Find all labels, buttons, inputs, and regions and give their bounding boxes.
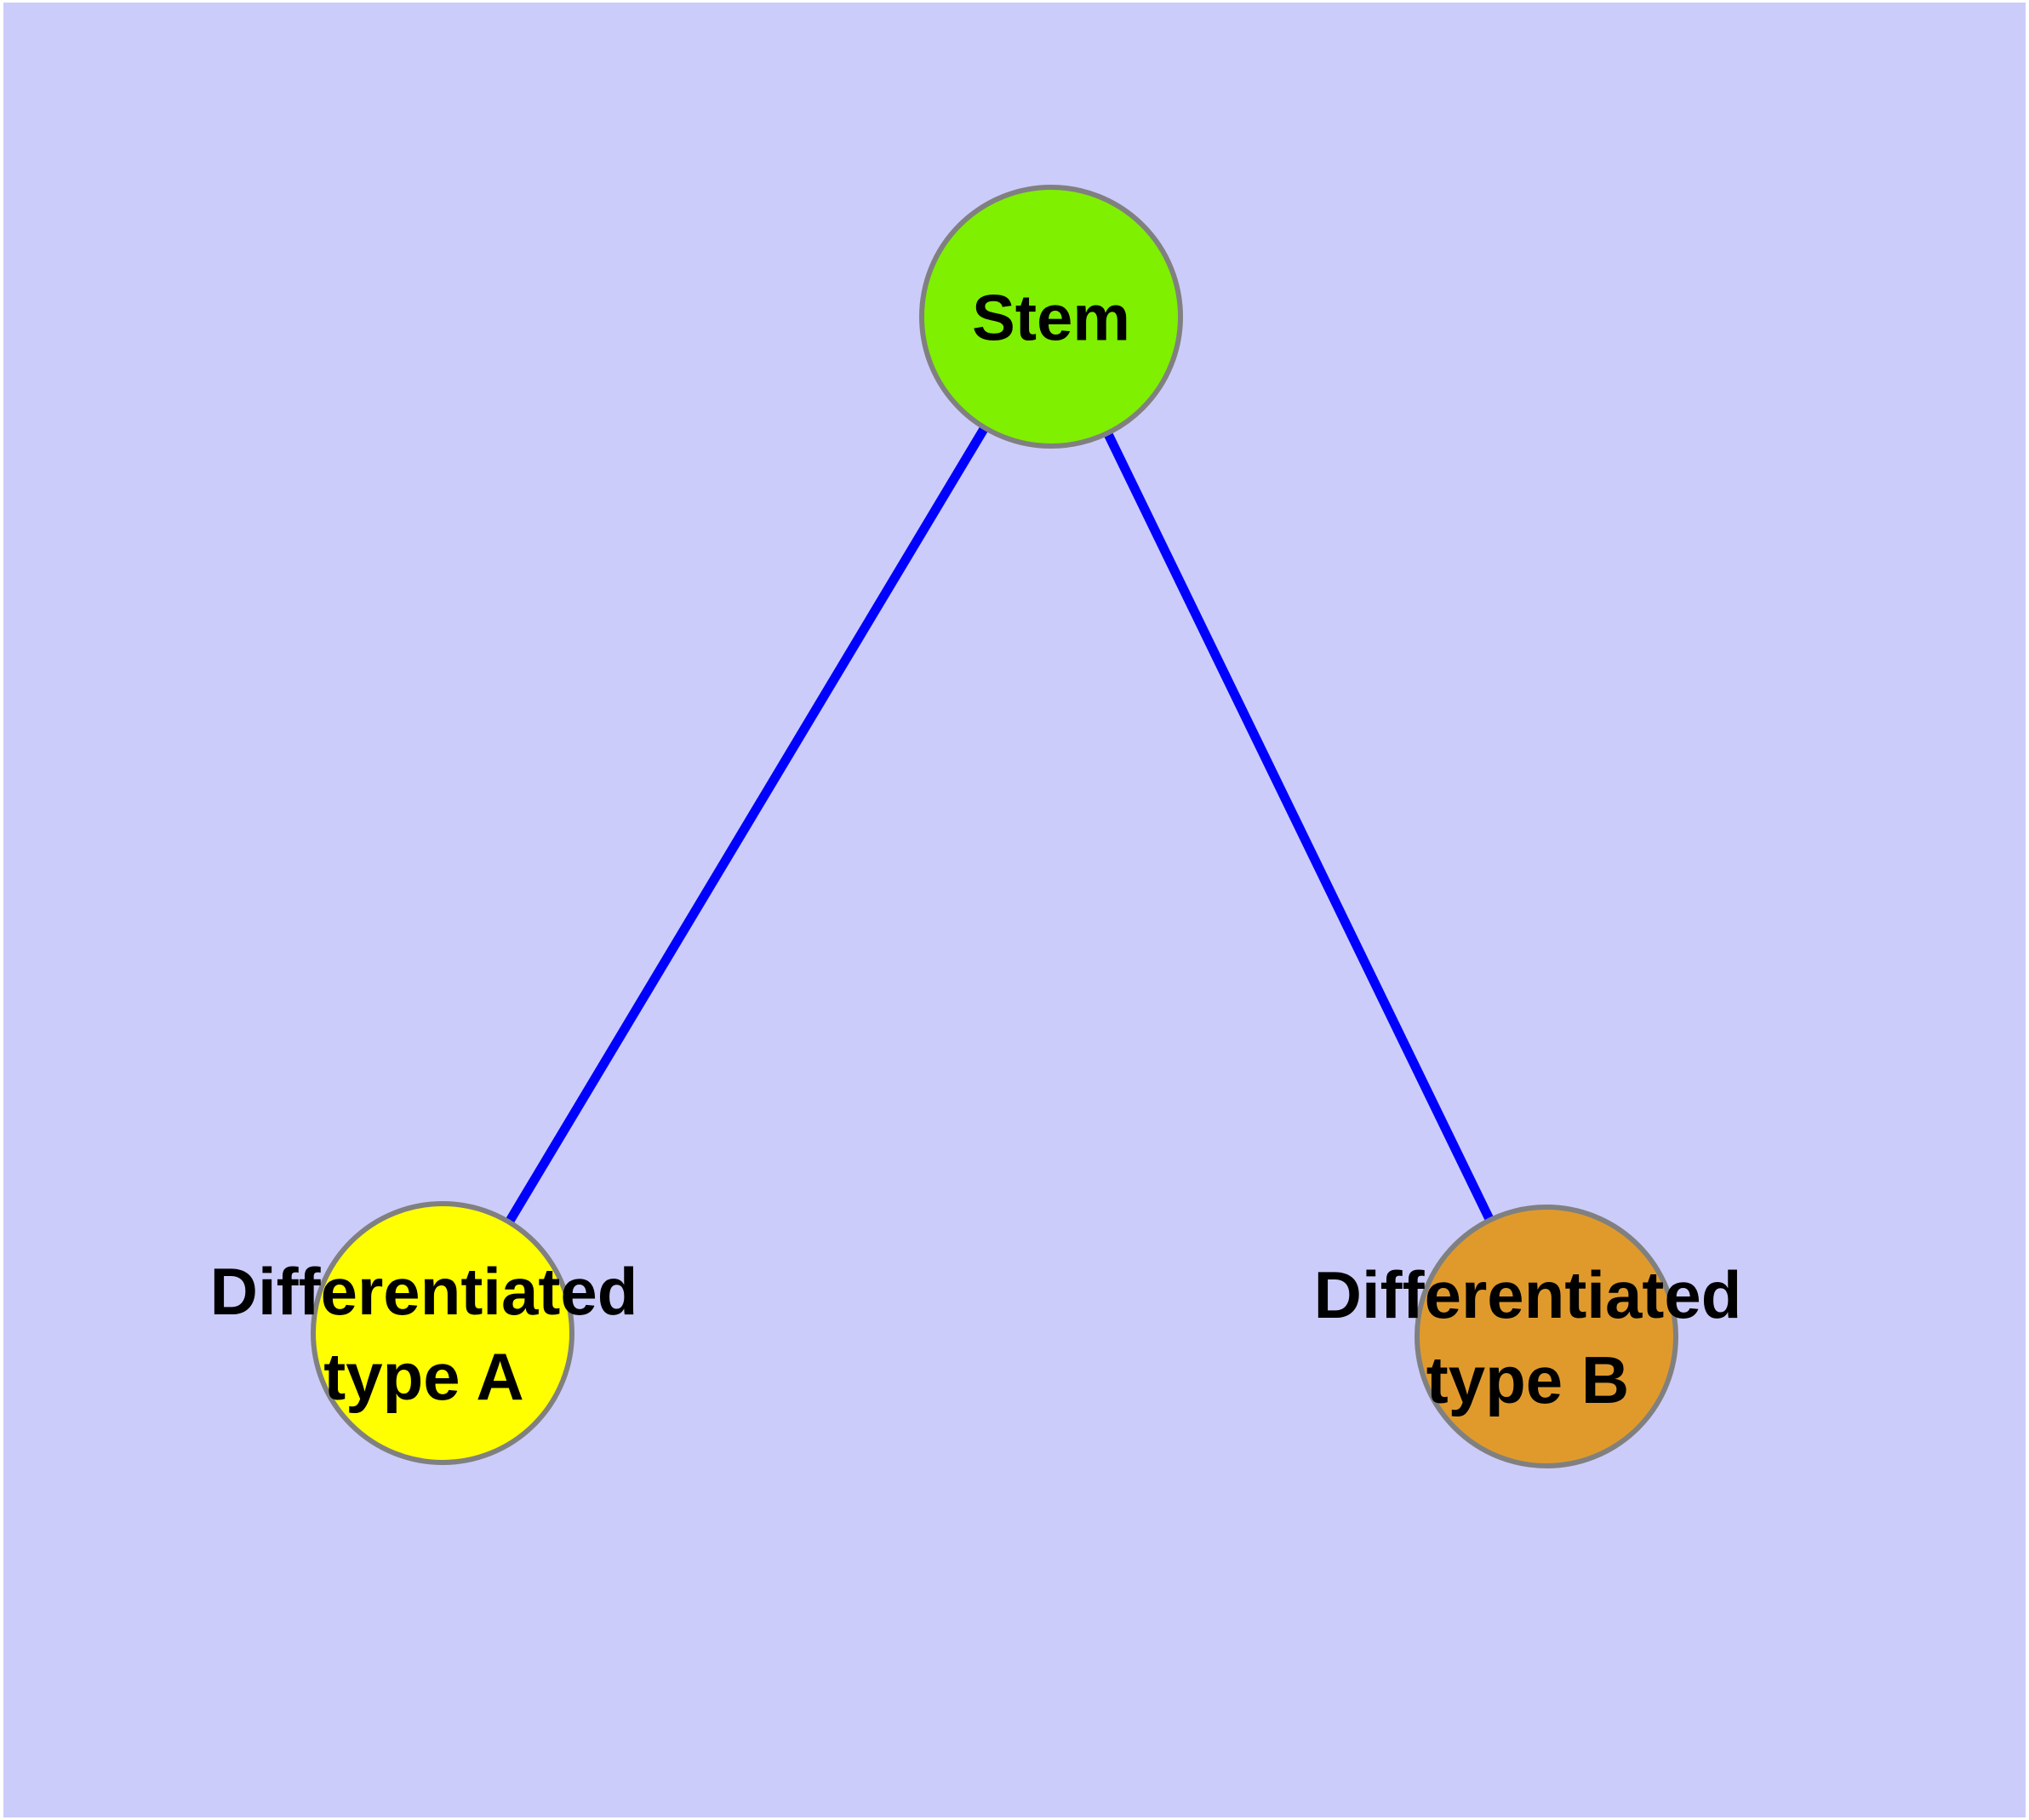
graph-node-diff-b[interactable] bbox=[1415, 1205, 1678, 1468]
graph-node-stem[interactable] bbox=[919, 185, 1183, 449]
graph-edge-stem-to-diff-a bbox=[503, 422, 991, 1228]
node-label-line: Differentiated bbox=[210, 1254, 638, 1329]
node-label-line: Differentiated bbox=[1314, 1257, 1742, 1332]
node-label-line: Stem bbox=[972, 282, 1130, 354]
node-label-line: type B bbox=[1426, 1342, 1629, 1417]
node-label-stem: Stem bbox=[972, 282, 1130, 354]
node-label-diff-b: Differentiated type B bbox=[1314, 1257, 1742, 1417]
edges-layer bbox=[503, 422, 1496, 1228]
node-label-line: type A bbox=[323, 1339, 524, 1414]
graph-edge-stem-to-diff-b bbox=[1101, 427, 1496, 1226]
nodes-layer bbox=[311, 185, 1678, 1468]
graph-node-diff-a[interactable] bbox=[311, 1201, 574, 1465]
node-label-diff-a: Differentiated type A bbox=[210, 1254, 638, 1414]
